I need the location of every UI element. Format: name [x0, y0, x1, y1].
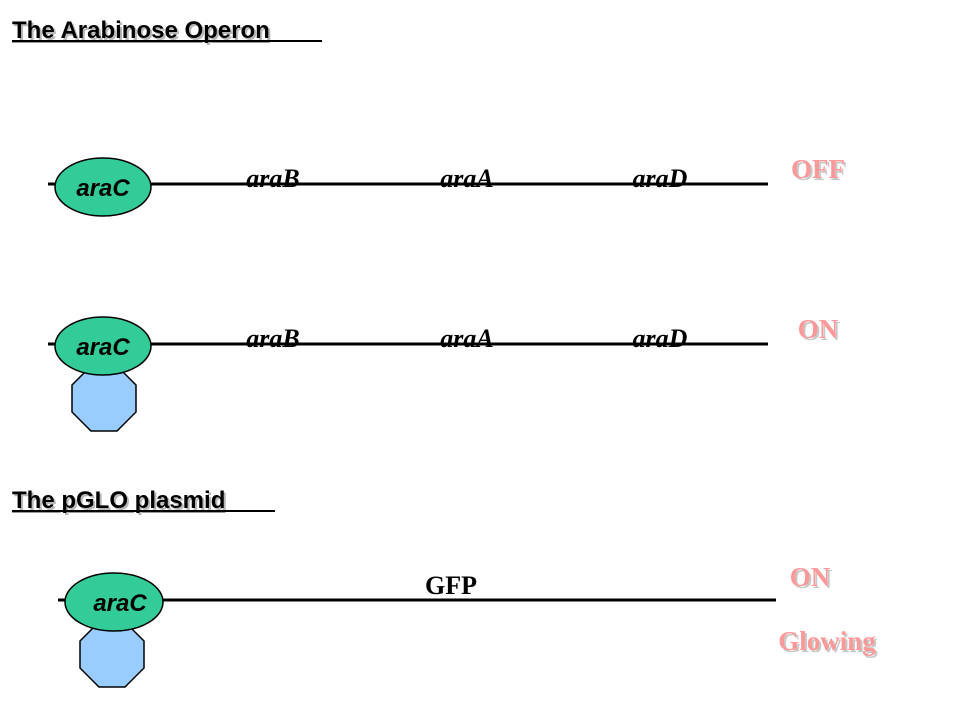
status-pglo: ON — [790, 562, 831, 592]
status-pglo-shadow: ON — [792, 564, 833, 594]
status-on-shadow: ON — [800, 316, 841, 346]
arac-label-on: araC — [76, 334, 130, 361]
operon-off-row: araC araB araA araD OFF OFF — [48, 154, 847, 217]
gene-gfp: GFP — [425, 571, 477, 600]
status-on: ON — [798, 314, 839, 344]
section1-title: The Arabinose Operon — [12, 17, 270, 44]
section2-title: The pGLO plasmid — [12, 487, 225, 514]
operon-on-row: araC araB araA araD ON ON — [48, 314, 841, 432]
arac-protein-on — [54, 316, 152, 376]
arabinose-molecule-pglo — [79, 621, 145, 688]
arac-label-off: araC — [76, 175, 130, 202]
pglo-row: araC GFP ON ON Glowing Glowing — [58, 562, 878, 688]
arac-protein-pglo — [64, 572, 164, 632]
gene-araD-off: araD — [633, 164, 688, 193]
section2-title-group: The pGLO plasmid The pGLO plasmid — [12, 487, 275, 516]
arabinose-molecule-on — [71, 365, 137, 432]
status-off-shadow: OFF — [793, 156, 847, 186]
status-glowing-shadow: Glowing — [780, 628, 878, 658]
gene-araD-on: araD — [633, 324, 688, 353]
gene-araA-off: araA — [440, 164, 493, 193]
gene-araA-on: araA — [440, 324, 493, 353]
arac-label-pglo: araC — [93, 590, 147, 617]
section1-title-group: The Arabinose Operon The Arabinose Opero… — [12, 17, 322, 46]
arac-protein-off — [54, 157, 152, 217]
gene-araB-on: araB — [246, 324, 299, 353]
gene-araB-off: araB — [246, 164, 299, 193]
status-off: OFF — [791, 154, 845, 184]
status-glowing: Glowing — [778, 626, 876, 656]
